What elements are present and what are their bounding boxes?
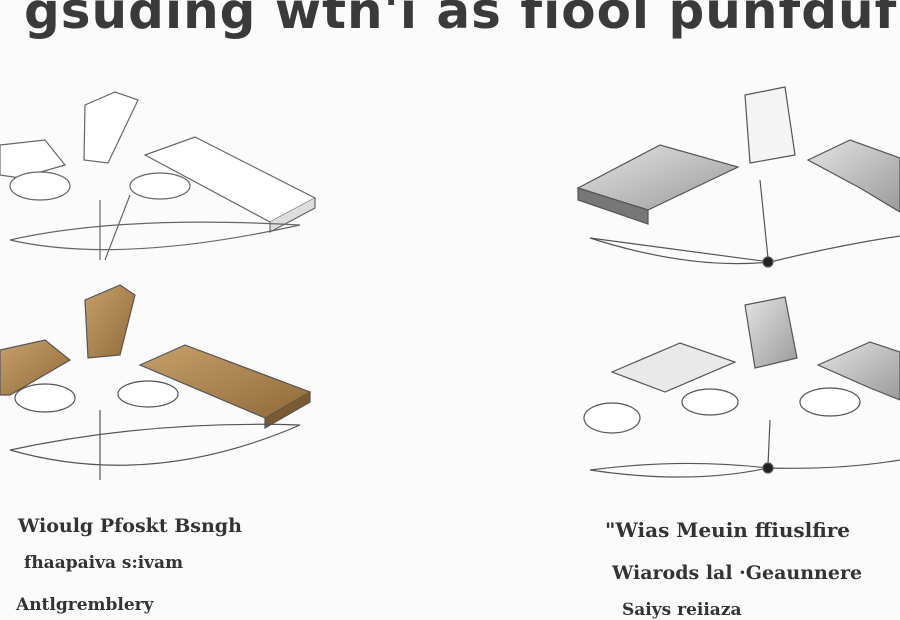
mesh-dome xyxy=(129,172,191,200)
connector-lines xyxy=(589,419,900,478)
board-edge xyxy=(264,392,311,430)
pivot-dot xyxy=(762,256,774,268)
board-shape xyxy=(610,342,737,393)
mesh-dome xyxy=(799,387,861,417)
panel-shape xyxy=(744,86,796,164)
mesh-dome xyxy=(681,388,739,416)
caption-left-line3: Antlgremblery xyxy=(16,595,154,615)
caption-right-line1: "Wias Meuin ffiuslfire xyxy=(605,518,851,542)
illustration xyxy=(0,86,900,480)
diagram-bottom-left xyxy=(0,284,312,480)
caption-left-line2: fhaapaiva s:ivam xyxy=(24,553,184,573)
panel-shape xyxy=(83,91,139,164)
connector-lines xyxy=(9,410,301,480)
caption-right-line3: Saiys reiiaza xyxy=(622,600,742,620)
mesh-dome xyxy=(9,171,71,201)
caption-left-line1: Wioulg Pfoskt Bsngh xyxy=(18,515,242,537)
diagram-top-right xyxy=(576,86,900,268)
board-shape xyxy=(806,139,900,213)
page-title: gsuding wtn'i as fiool punfduf xyxy=(24,0,898,40)
diagram-bottom-right xyxy=(583,296,900,478)
board-edge xyxy=(577,187,649,225)
diagram-top-left xyxy=(0,91,317,261)
connector-lines xyxy=(9,194,301,261)
caption-right-line2: Wiarods lal ·Geaunnere xyxy=(612,562,863,584)
pivot-dot xyxy=(762,462,774,474)
board-shape xyxy=(0,339,72,396)
mesh-dome xyxy=(14,383,76,413)
board-shape xyxy=(816,341,900,401)
mesh-dome xyxy=(117,380,179,408)
panel-shape xyxy=(84,284,136,359)
panel-shape xyxy=(744,296,798,369)
mesh-dome xyxy=(583,402,641,434)
